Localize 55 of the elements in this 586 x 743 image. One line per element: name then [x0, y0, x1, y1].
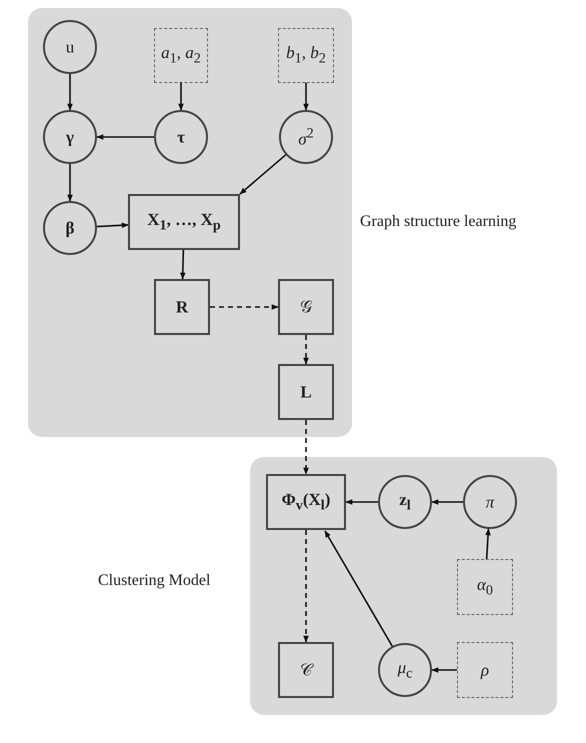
- variable-box: [128, 194, 240, 250]
- variable-label: z$_{l}$: [398, 491, 412, 513]
- variable-box: [154, 279, 210, 335]
- hyperparameter-box: [457, 642, 513, 698]
- variable-circle: [43, 201, 97, 255]
- variable-label: R: [174, 298, 190, 316]
- arrow: [210, 304, 279, 310]
- variable-circle: [378, 643, 432, 697]
- variable-label: u: [64, 38, 76, 56]
- variable-label: 𝒞: [299, 662, 315, 678]
- hyperparameter-box: [457, 559, 513, 615]
- variable-box: [278, 642, 334, 698]
- arrow: [180, 250, 186, 280]
- variable-circle: [154, 110, 208, 164]
- arrow: [303, 420, 309, 475]
- hyperparameter-box: [154, 28, 208, 82]
- variable-label: μ$_{c}$: [396, 659, 414, 681]
- variable-label: b$_{1}$, b$_{2}$: [285, 44, 327, 66]
- variable-label: ρ: [480, 662, 490, 678]
- arrow: [485, 528, 491, 560]
- arrow: [303, 530, 309, 643]
- variable-label: τ: [176, 128, 186, 146]
- variable-label: 𝒢: [299, 298, 313, 316]
- arrow: [431, 499, 463, 505]
- variable-label: Φ$_{v}$(X$_{l}$): [280, 491, 332, 513]
- variable-circle: [378, 475, 432, 529]
- variable-circle: [463, 475, 517, 529]
- variable-label: σ$^{2}$: [297, 126, 315, 148]
- variable-box: [266, 474, 346, 530]
- variable-label: β: [64, 220, 76, 236]
- variable-label: α$_{0}$: [476, 576, 494, 598]
- variable-box: [278, 364, 334, 420]
- variable-circle: [43, 110, 97, 164]
- arrow: [324, 530, 393, 647]
- hyperparameter-box: [278, 28, 334, 82]
- arrow: [96, 134, 154, 140]
- arrow: [345, 499, 378, 505]
- arrow: [239, 154, 286, 195]
- arrow: [67, 74, 73, 111]
- variable-label: π: [484, 494, 496, 510]
- variable-label: γ: [65, 128, 75, 146]
- arrow: [96, 222, 129, 228]
- variable-box: [278, 279, 334, 335]
- variable-label: X$_{1}$, …, X$_{p}$: [146, 211, 222, 233]
- variable-label: L: [299, 384, 313, 400]
- group-label: Clustering Model: [98, 572, 210, 590]
- arrow: [303, 82, 309, 111]
- arrow: [431, 667, 457, 673]
- group-label: Graph structure learning: [360, 213, 516, 231]
- arrow: [178, 82, 184, 111]
- variable-label: a$_{1}$, a$_{2}$: [160, 44, 202, 66]
- arrow: [303, 335, 309, 365]
- arrow: [67, 164, 73, 202]
- variable-circle: [279, 110, 333, 164]
- variable-circle: [43, 20, 97, 74]
